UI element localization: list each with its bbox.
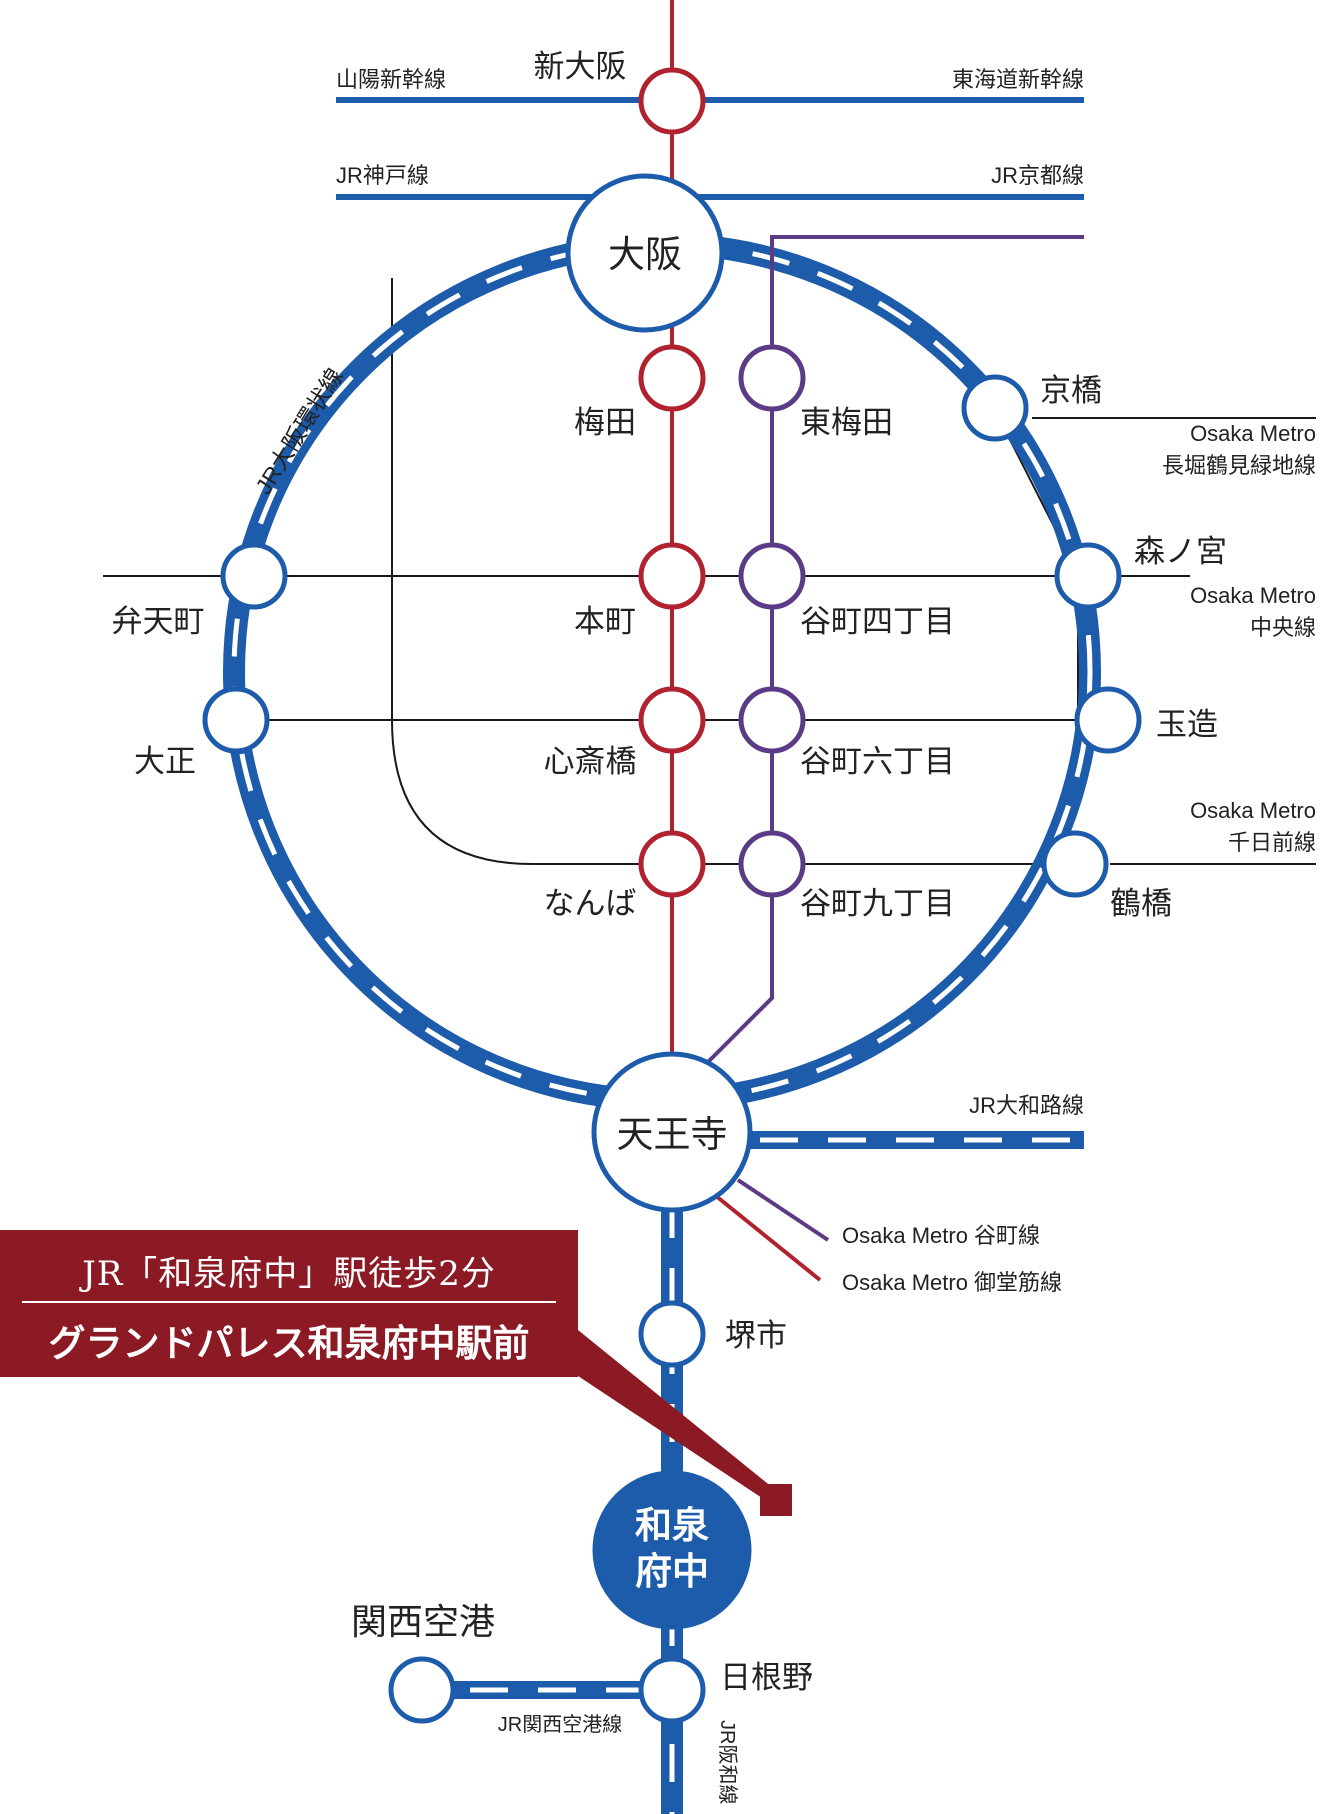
label-shinsaibashi: 心斎橋 [544,744,637,780]
stations [202,67,1142,1724]
label-osaka-loop: JR大阪環状線 [250,363,348,498]
station-labels: 新大阪 大阪 梅田 東梅田 京橋 弁天町 本町 谷町四丁目 森ノ宮 大正 心斎橋… [112,49,1228,1696]
station-tamatsukuri [1074,686,1142,754]
label-jr-kyoto: JR京都線 [991,163,1084,188]
station-honmachi [638,542,706,610]
location-marker [760,1484,792,1516]
station-umeda [638,344,706,412]
label-tanimachi9: 谷町九丁目 [800,886,955,922]
station-tanimachi6 [738,686,806,754]
station-tanimachi4 [738,542,806,610]
label-kansai-airport-line: JR関西空港線 [498,1713,622,1736]
label-sanyo-shinkansen: 山陽新幹線 [336,67,446,92]
label-izumi-fuchu-1: 和泉 [635,1503,709,1547]
station-tennoji [591,1051,753,1213]
jr-horizontal-lines [336,97,1084,200]
station-morinomiya [1054,542,1122,610]
label-nagahori-1: Osaka Metro [1190,421,1316,446]
station-izumi-fuchu [592,1470,752,1630]
label-benten: 弁天町 [112,604,205,640]
station-taisho [202,686,270,754]
property-banner: JR「和泉府中」駅徒歩2分 グランドパレス和泉府中駅前 [0,1230,578,1377]
label-shin-osaka: 新大阪 [534,49,627,85]
label-sennichimae-2: 千日前線 [1228,830,1316,855]
station-sakaishi [638,1300,706,1368]
station-shinsaibashi [638,686,706,754]
label-tanimachi-line: Osaka Metro 谷町線 [842,1223,1040,1248]
label-izumi-fuchu-2: 府中 [635,1549,709,1593]
label-umeda: 梅田 [574,405,636,441]
label-morinomiya: 森ノ宮 [1134,534,1227,570]
banner-divider [22,1301,556,1303]
station-higashi-umeda [738,344,806,412]
label-nagahori-2: 長堀鶴見緑地線 [1162,453,1316,478]
label-tsuruhashi: 鶴橋 [1110,886,1172,922]
label-tanimachi6: 谷町六丁目 [800,744,955,780]
label-honmachi: 本町 [574,604,636,640]
label-chuo-1: Osaka Metro [1190,583,1316,608]
station-hineno [638,1656,706,1724]
station-kansai-airport [388,1656,456,1724]
station-namba [638,830,706,898]
line-labels: 山陽新幹線 東海道新幹線 JR神戸線 JR京都線 JR大阪環状線 Osaka M… [250,67,1316,1804]
label-hineno: 日根野 [720,1660,813,1696]
label-kansai-airport: 関西空港 [351,1602,495,1643]
banner-access-text: JR「和泉府中」駅徒歩2分 [82,1254,496,1294]
label-osaka: 大阪 [608,233,682,276]
label-tokaido-shinkansen: 東海道新幹線 [952,67,1084,92]
label-sakaishi: 堺市 [725,1318,787,1354]
banner-pointer [578,1330,792,1516]
label-hanwa-line: JR阪和線 [716,1720,739,1804]
station-shin-osaka [638,67,706,135]
station-kyobashi [961,374,1029,442]
station-benten [220,542,288,610]
label-tanimachi4: 谷町四丁目 [800,604,955,640]
yotsubashi-line [391,278,1060,865]
station-osaka [565,173,725,333]
banner-property-name: グランドパレス和泉府中駅前 [48,1321,530,1365]
label-higashi-umeda: 東梅田 [800,405,893,441]
label-tamatsukuri: 玉造 [1156,707,1218,743]
label-sennichimae-1: Osaka Metro [1190,798,1316,823]
label-kyobashi: 京橋 [1040,373,1102,409]
label-namba: なんば [544,886,637,922]
label-yamatoji: JR大和路線 [969,1093,1084,1118]
label-taisho: 大正 [134,744,196,780]
station-tsuruhashi [1041,830,1109,898]
label-midosuji-line: Osaka Metro 御堂筋線 [842,1270,1062,1295]
label-tennoji: 天王寺 [617,1113,728,1156]
station-tanimachi9 [738,830,806,898]
tanimachi-line [704,235,1084,1242]
label-jr-kobe: JR神戸線 [336,163,429,188]
label-chuo-2: 中央線 [1250,615,1316,640]
